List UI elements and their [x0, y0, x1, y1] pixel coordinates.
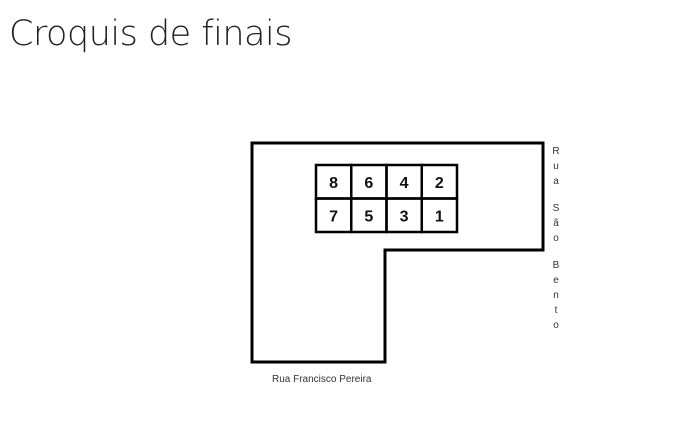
street-letter: ã [553, 218, 559, 229]
street-letter: o [553, 233, 559, 244]
unit-number: 8 [329, 175, 338, 192]
unit-number: 2 [435, 175, 444, 192]
street-letter: e [553, 275, 559, 286]
unit-number: 1 [435, 208, 444, 225]
street-letter: o [553, 320, 559, 331]
unit-number: 4 [400, 175, 409, 192]
unit-number: 5 [364, 208, 373, 225]
street-letter: t [555, 305, 558, 316]
unit-cell [420, 197, 459, 234]
unit-number: 6 [364, 175, 373, 192]
street-letter: a [553, 176, 559, 187]
unit-grid: 8 6 4 2 7 5 3 1 [314, 163, 459, 234]
street-bottom-label: Rua Francisco Pereira [272, 374, 372, 385]
street-letter: B [553, 260, 560, 271]
slide-title: Croquis de finais [9, 14, 292, 54]
lot-outline [250, 141, 545, 364]
street-letter: n [553, 290, 559, 301]
unit-number: 3 [400, 208, 409, 225]
street-letter: u [553, 161, 559, 172]
unit-number: 7 [329, 208, 338, 225]
street-letter: R [552, 146, 559, 157]
street-letter: S [553, 203, 560, 214]
